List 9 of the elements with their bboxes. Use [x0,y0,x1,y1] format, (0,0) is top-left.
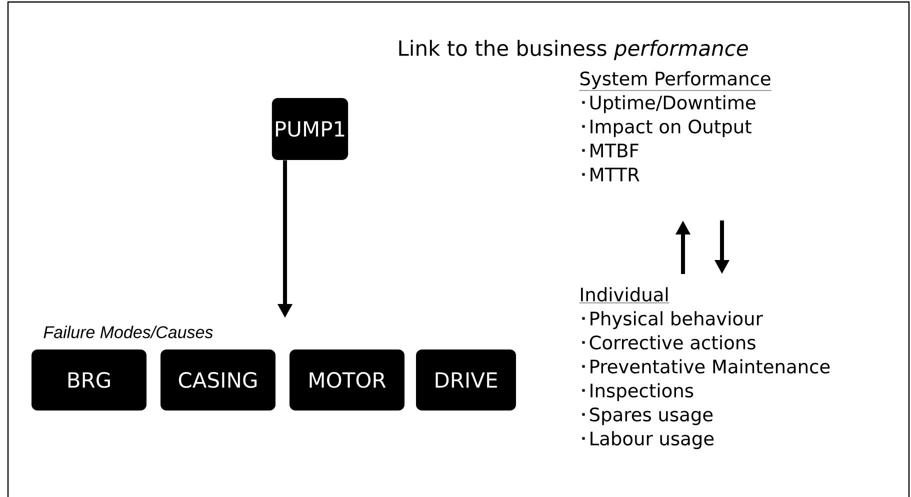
component-box: MOTOR [290,350,404,410]
component-box: CASING [160,350,276,410]
group-label: Failure Modes/Causes [44,326,213,338]
component-box: DRIVE [416,350,516,410]
title: Link to the business performance [399,40,748,60]
bullet-list: System Performance Uptime/Downtime Impact on Output MTBF MTTR [579,71,772,182]
bullet-list: Individual Physical behaviour Corrective actions Preventative Maintenance Inspections Spares usage Labour usage [579,287,830,450]
component-box: PUMP1 [272,98,348,160]
component-box: BRG [32,350,146,410]
